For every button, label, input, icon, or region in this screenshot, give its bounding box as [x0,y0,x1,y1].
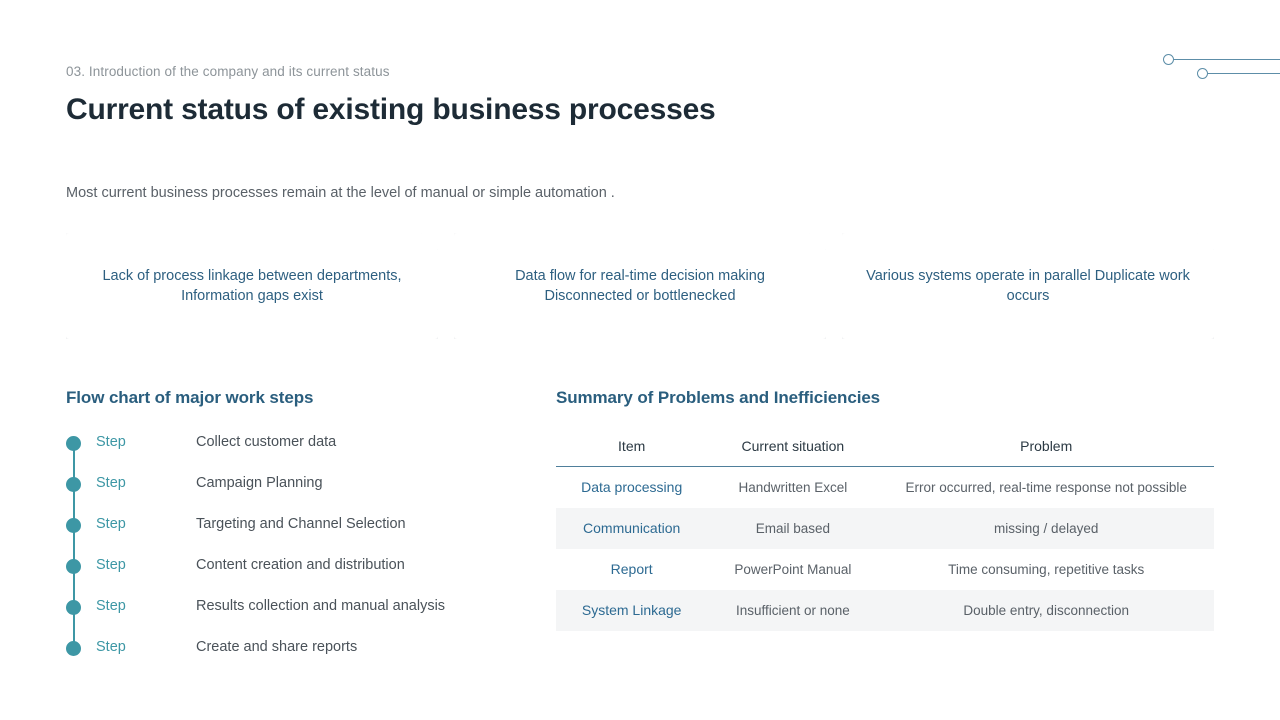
folded-corner-icon [809,233,826,250]
cell-item: Data processing [581,479,683,495]
deco-line-top [1168,59,1280,60]
step-bullet-icon [66,436,81,451]
flow-chart-heading: Flow chart of major work steps [66,388,314,407]
flow-step-item[interactable]: Step Targeting and Channel Selection [66,512,526,553]
flow-step-item[interactable]: Step Content creation and distribution [66,553,526,594]
flow-step-badge: Step [96,639,126,655]
flow-step-badge: Step [96,557,126,573]
flow-step-label: Collect customer data [196,434,337,450]
cell-problem: Error occurred, real-time response not p… [905,480,1187,495]
flow-step-badge: Step [96,475,126,491]
column-header-situation: Current situation [707,432,879,467]
cell-item: Communication [583,520,681,536]
cell-situation: Handwritten Excel [738,480,848,495]
cell-problem: Double entry, disconnection [963,603,1129,618]
summary-table-heading: Summary of Problems and Inefficiencies [556,388,881,407]
cell-item: System Linkage [581,602,682,618]
cell-situation: PowerPoint Manual [734,562,852,577]
pain-point-card[interactable]: Lack of process linkage between departme… [66,233,438,339]
section-eyebrow: 03. Introduction of the company and its … [66,64,390,79]
step-bullet-icon [66,559,81,574]
flow-step-badge: Step [96,516,126,532]
flow-step-label: Campaign Planning [196,475,323,491]
flow-step-label: Content creation and distribution [196,557,405,573]
cell-problem: missing / delayed [994,521,1099,536]
flow-step-item[interactable]: Step Results collection and manual analy… [66,594,526,635]
deco-circle-bottom-icon [1197,68,1208,79]
column-header-problem: Problem [878,432,1214,467]
flow-step-item[interactable]: Step Create and share reports [66,635,526,676]
table-row[interactable]: Communication Email based missing / dela… [556,508,1214,549]
folded-corner-icon [1197,233,1214,250]
deco-circle-top-icon [1163,54,1174,65]
cell-item: Report [610,561,653,577]
step-bullet-icon [66,641,81,656]
deco-line-bottom [1202,73,1280,74]
step-bullet-icon [66,600,81,615]
pain-point-card[interactable]: Various systems operate in parallel Dupl… [842,233,1214,339]
flow-chart: Step Collect customer data Step Campaign… [66,430,526,676]
table-header-row: Item Current situation Problem [556,432,1214,467]
flow-step-badge: Step [96,434,126,450]
pain-point-card-list: Lack of process linkage between departme… [66,233,1214,339]
step-bullet-icon [66,477,81,492]
table-row[interactable]: Report PowerPoint Manual Time consuming,… [556,549,1214,590]
page-title: Current status of existing business proc… [66,93,716,126]
pain-point-card-text: Various systems operate in parallel Dupl… [866,268,1190,304]
flow-step-label: Results collection and manual analysis [196,598,446,614]
folded-corner-icon [421,233,438,250]
step-bullet-icon [66,518,81,533]
summary-table: Item Current situation Problem Data proc… [556,432,1214,631]
column-header-item: Item [556,432,708,467]
flow-step-badge: Step [96,598,126,614]
flow-step-label: Create and share reports [196,639,358,655]
pain-point-card-text: Lack of process linkage between departme… [102,268,402,304]
flow-step-item[interactable]: Step Collect customer data [66,430,526,471]
pain-point-card-text: Data flow for real-time decision making … [515,268,765,304]
flow-connector-line [73,442,75,654]
cell-situation: Email based [755,521,831,536]
table-row[interactable]: Data processing Handwritten Excel Error … [556,467,1214,509]
corner-decoration [1150,0,1280,100]
pain-point-card[interactable]: Data flow for real-time decision making … [454,233,826,339]
table-row[interactable]: System Linkage Insufficient or none Doub… [556,590,1214,631]
intro-paragraph: Most current business processes remain a… [66,185,615,201]
flow-step-item[interactable]: Step Campaign Planning [66,471,526,512]
cell-situation: Insufficient or none [735,603,850,618]
cell-problem: Time consuming, repetitive tasks [948,562,1145,577]
flow-step-label: Targeting and Channel Selection [196,516,406,532]
